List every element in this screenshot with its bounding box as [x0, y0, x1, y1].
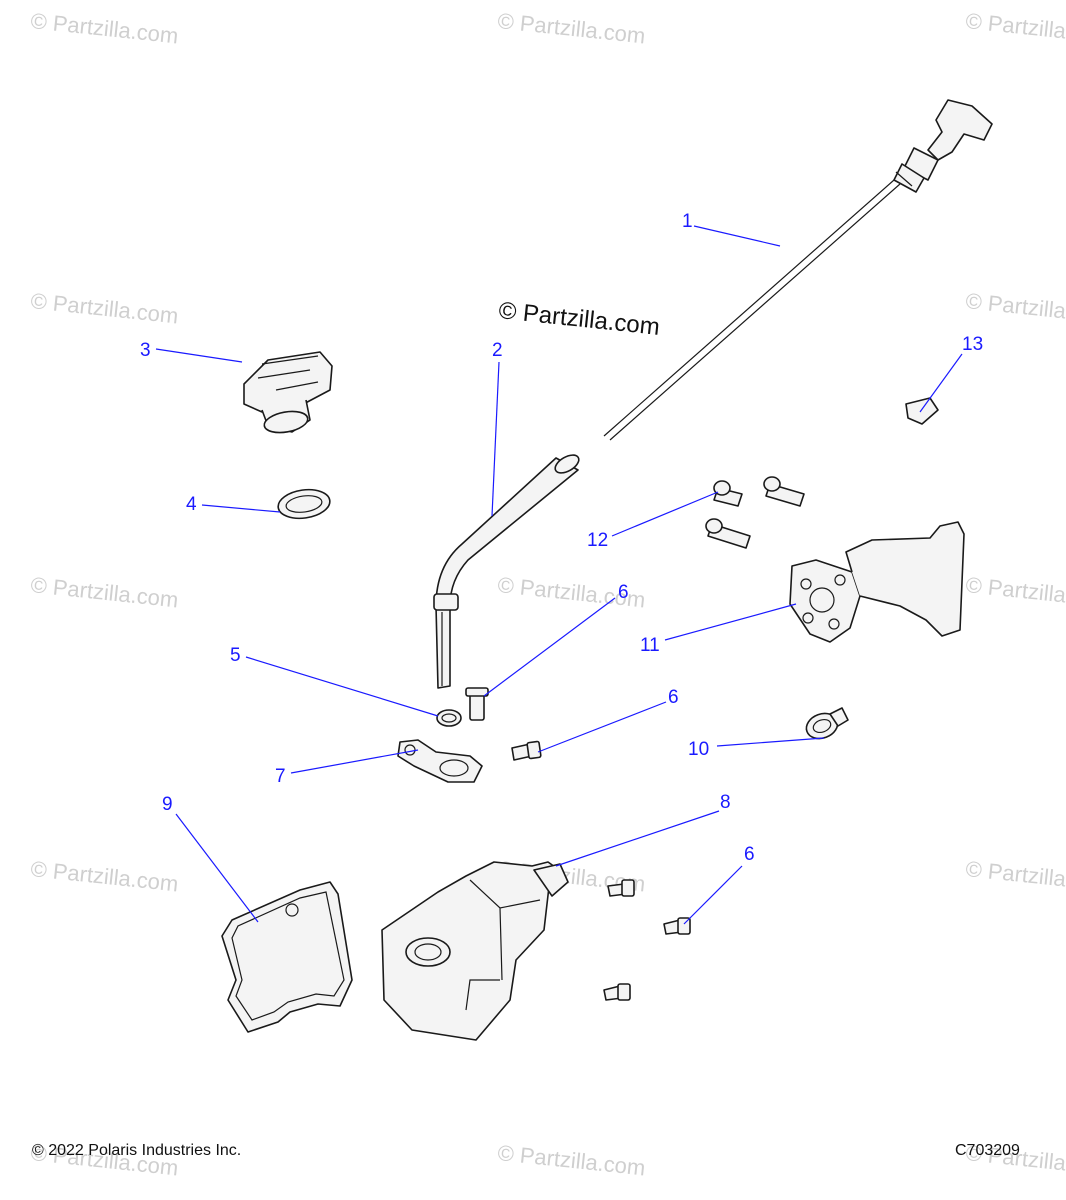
small-o-ring-inner [441, 713, 457, 723]
callout-6: 6 [618, 582, 629, 603]
oil-housing-part [381, 861, 569, 1041]
watermark: © Partzilla.com [964, 288, 1066, 328]
watermark: © Partzilla.com [496, 1140, 646, 1180]
watermark: © Partzilla.com [964, 856, 1066, 896]
callout-4: 4 [186, 494, 197, 515]
callout-7: 7 [275, 766, 286, 787]
cover-gasket-inner [231, 891, 345, 1021]
watermark: © Partzilla.com [496, 8, 646, 48]
dipstick-tube-part [433, 454, 580, 689]
leader-lines [155, 225, 963, 925]
gasket-hole [439, 759, 469, 777]
callout-9: 9 [162, 794, 173, 815]
gasket-part [397, 739, 483, 783]
watermark: © Partzilla.com [29, 288, 179, 328]
oil-filler-cap-part [243, 351, 333, 434]
dipstick-part [603, 99, 993, 441]
cover-gasket-hole [285, 903, 299, 917]
center-watermark: © Partzilla.com [497, 297, 661, 341]
watermark: © Partzilla.com [964, 8, 1066, 48]
callout-5: 5 [230, 645, 241, 666]
watermark: © Partzilla.com [29, 856, 179, 896]
callout-12: 12 [587, 530, 608, 551]
o-ring-part [277, 488, 331, 520]
figure-id: C703209 [955, 1142, 1020, 1159]
callout-6: 6 [668, 687, 679, 708]
bolt-part [763, 476, 805, 507]
callout-6: 6 [744, 844, 755, 865]
bolt-part [465, 687, 489, 721]
callout-8: 8 [720, 792, 731, 813]
watermark: © Partzilla.com [29, 572, 179, 612]
watermark: © Partzilla.com [964, 572, 1066, 612]
copyright-text: © 2022 Polaris Industries Inc. [32, 1142, 241, 1159]
callout-10: 10 [688, 739, 709, 760]
clip-part [905, 397, 939, 425]
callout-2: 2 [492, 340, 503, 361]
callout-1: 1 [682, 211, 693, 232]
callout-13: 13 [962, 334, 983, 355]
bolt-part [713, 480, 743, 507]
bolt-part [511, 740, 542, 761]
callout-labels: 1 2 3 4 5 6 6 6 7 8 9 10 11 12 13 [140, 211, 983, 865]
callout-3: 3 [140, 340, 151, 361]
small-o-ring-part [436, 709, 462, 727]
outlet-housing-part [789, 521, 965, 643]
callout-11: 11 [640, 635, 660, 656]
bolt-part [663, 917, 691, 935]
bolt-part [607, 879, 635, 897]
bolt-part [603, 983, 631, 1001]
o-ring-inner [285, 495, 323, 513]
bolt-part [705, 518, 751, 549]
watermark: © Partzilla.com [29, 8, 179, 48]
hose-clamp-part [805, 707, 849, 740]
